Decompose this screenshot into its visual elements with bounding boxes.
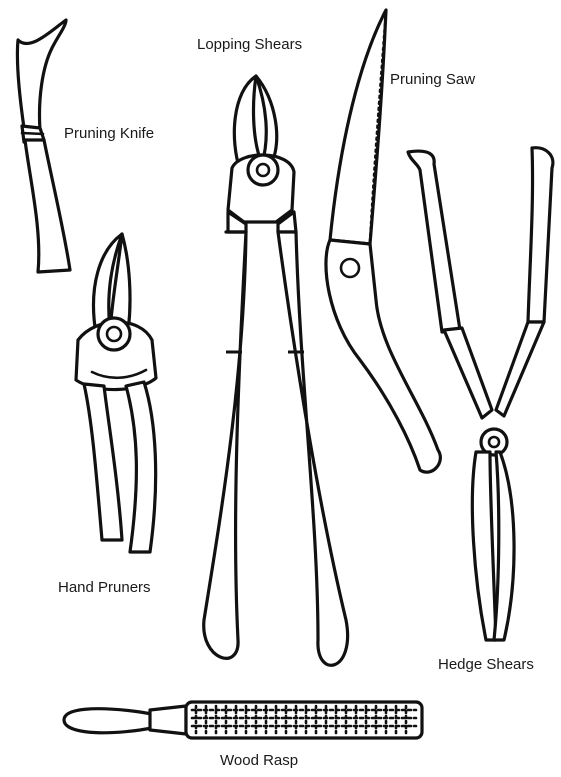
wood-rasp-drawing	[64, 702, 422, 738]
pruning-knife-drawing	[17, 20, 70, 272]
pruning-knife-label: Pruning Knife	[64, 125, 154, 142]
wood-rasp-label: Wood Rasp	[220, 752, 298, 769]
lopping-shears-drawing	[204, 76, 348, 665]
hedge-shears-drawing	[408, 148, 553, 640]
pruning-saw-label: Pruning Saw	[390, 71, 475, 88]
hand-pruners-label: Hand Pruners	[58, 579, 151, 596]
lopping-shears-label: Lopping Shears	[197, 36, 302, 53]
hedge-shears-label: Hedge Shears	[438, 656, 534, 673]
hand-pruners-drawing	[76, 234, 156, 552]
